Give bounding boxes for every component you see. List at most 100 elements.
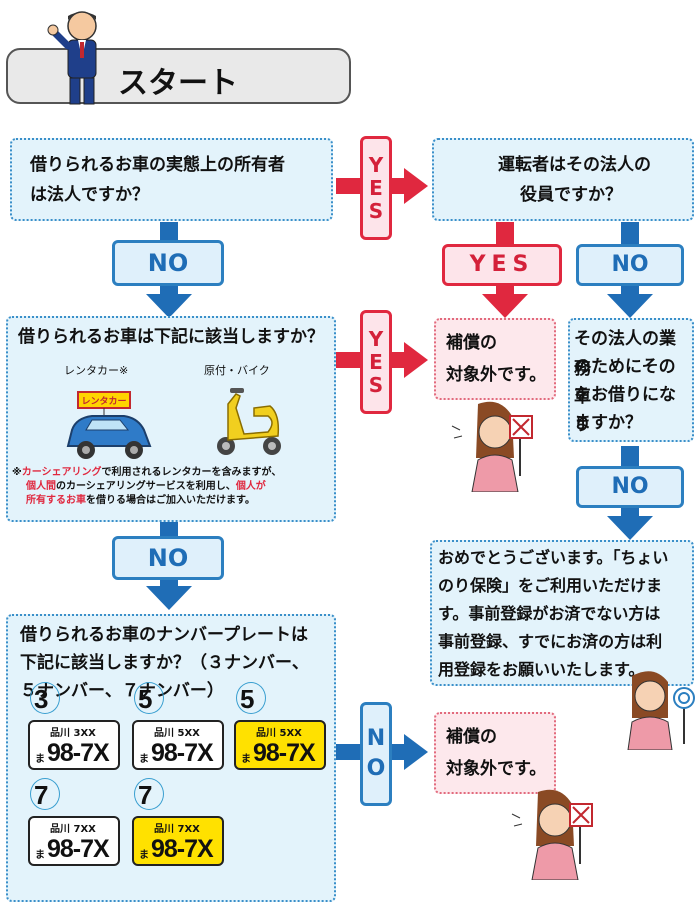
excluded2-line2: 対象外です。 — [446, 759, 547, 779]
no-label-q4: NO — [576, 466, 684, 508]
highlight-circle — [30, 682, 60, 714]
q1-line1: 借りられるお車の実態上の所有者 — [30, 155, 285, 175]
excluded1-line2: 対象外です。 — [446, 365, 547, 385]
arrow-q5-no-head — [404, 734, 428, 770]
q4-line3: をお借りになり — [574, 385, 676, 435]
excluded2-line1: 補償の — [446, 727, 497, 747]
highlight-circle — [30, 778, 60, 810]
plate-hiragana: ま — [139, 754, 149, 765]
yes-letter-y: Y — [368, 326, 384, 351]
note-p2p: 個人間 — [26, 481, 56, 492]
no-label-q3: NO — [112, 536, 224, 580]
plate-number: 98-7X — [151, 835, 214, 863]
q1-line2: は法人ですか？ — [30, 185, 149, 205]
question-corporate-owner: 借りられるお車の実態上の所有者 は法人ですか？ — [10, 138, 333, 221]
yes-label-q3: Y E S — [360, 310, 392, 414]
businessman-icon — [47, 11, 97, 105]
q3-title: 借りられるお車は下記に該当しますか？ — [18, 327, 324, 347]
highlight-circle — [134, 778, 164, 810]
ok-line2: のり保険」をご利用いただけま — [438, 576, 663, 595]
note-line1-rest: で利用されるレンタカーを含みますが、 — [101, 467, 282, 478]
plate-hiragana: ま — [35, 754, 45, 765]
question-plate-number: 借りられるお車のナンバープレートは 下記に該当しますか？（３ナンバー、 ５ナンバ… — [6, 614, 336, 902]
ok-line4: 事前登録、すでにお済の方は利 — [438, 632, 663, 651]
yes-arrows — [336, 168, 528, 378]
q5-line1: 借りられるお車のナンバープレートは — [20, 625, 308, 645]
plate-number: 98-7X — [151, 739, 214, 767]
plate-hiragana: ま — [241, 754, 251, 765]
yes-label-q2: YES — [442, 244, 562, 286]
q3-note: ※カーシェアリングで利用されるレンタカーを含みますが、 個人間のカーシェアリング… — [12, 466, 281, 508]
no-letter-o: O — [366, 756, 386, 781]
question-officer: 運転者はその法人の 役員ですか？ — [432, 138, 694, 221]
ok-line1: おめでとうございます。「ちょい — [438, 548, 669, 567]
plate-prefecture: 品川 5XX — [154, 728, 200, 739]
arrow-q1-no-stem — [160, 222, 178, 240]
no-arrows — [146, 222, 653, 770]
start-banner: スタート — [6, 48, 351, 104]
result-covered: おめでとうございます。「ちょい のり保険」をご利用いただけま す。事前登録がお済… — [430, 540, 694, 686]
result-not-covered-1: 補償の 対象外です。 — [434, 318, 556, 400]
q2-line2: 役員ですか？ — [520, 185, 622, 205]
plate-hiragana: ま — [139, 850, 149, 861]
arrow-q3-yes-head — [404, 342, 428, 378]
note-owned-car: 所有するお車 — [26, 495, 86, 506]
note-line2-mid: のカーシェアリングサービスを利用し、 — [56, 481, 236, 492]
arrow-q1-yes-head — [404, 168, 428, 204]
q4-line1: その法人の業務 — [574, 329, 676, 379]
no-label-q2: NO — [576, 244, 684, 286]
plate-prefecture: 品川 7XX — [154, 824, 200, 835]
woman-ok-sign-icon — [627, 671, 695, 750]
arrow-q3-no-head — [146, 586, 192, 610]
note-carsharing: カーシェアリング — [21, 467, 102, 478]
yes-letter-e: E — [369, 349, 383, 374]
rental-car-icon: レンタカー — [66, 391, 152, 459]
plate-number: 98-7X — [47, 739, 110, 767]
arrow-q4-no-head — [607, 516, 653, 540]
yes-letter-s: S — [368, 198, 384, 223]
yes-label-q1: Y E S — [360, 136, 392, 240]
plate-prefecture: 品川 7XX — [50, 824, 96, 835]
ok-line5: 用登録をお願いいたします。 — [438, 660, 645, 679]
plate-number: 98-7X — [253, 739, 316, 767]
woman-no-sign-icon — [511, 789, 593, 880]
no-label-q5: N O — [360, 702, 392, 806]
no-label-q1: NO — [112, 240, 224, 286]
plate-prefecture: 品川 5XX — [256, 728, 302, 739]
yes-letter-y: Y — [368, 152, 384, 177]
yes-letter-s: S — [368, 372, 384, 397]
arrow-q2-no-head — [607, 294, 653, 318]
question-business-use: その法人の業務 のためにその車 をお借りになり ますか？ — [568, 318, 694, 442]
plate-number: 98-7X — [47, 835, 110, 863]
q3-item-rental: レンタカー※ — [64, 364, 129, 377]
highlight-circle — [236, 682, 266, 714]
q3-item-bike: 原付・バイク — [204, 364, 270, 377]
plate-prefecture: 品川 3XX — [50, 728, 96, 739]
ok-line3: す。事前登録がお済でない方は — [438, 604, 661, 623]
woman-no-sign-icon — [451, 401, 533, 492]
excluded1-line1: 補償の — [446, 333, 497, 353]
plate-hiragana: ま — [35, 850, 45, 861]
start-label: スタート — [118, 66, 238, 101]
arrow-q1-no-head — [146, 294, 192, 318]
q5-line2: 下記に該当しますか？（３ナンバー、 — [20, 653, 309, 673]
no-letter-n: N — [366, 726, 386, 751]
q4-line4: ますか？ — [574, 413, 642, 433]
question-rental-bike: 借りられるお車は下記に該当しますか？ レンタカー※ 原付・バイク レンタカー ※… — [6, 316, 336, 522]
q5-line3: ５ナンバー、７ナンバー） — [20, 681, 224, 701]
rental-sign-text: レンタカー — [81, 395, 126, 407]
result-not-covered-2: 補償の 対象外です。 — [434, 712, 556, 794]
yes-letter-e: E — [369, 175, 383, 200]
scooter-icon — [217, 388, 281, 455]
note-mark: ※ — [12, 467, 22, 478]
q4-line2: のためにその車 — [574, 357, 676, 407]
note-individual: 個人が — [235, 481, 266, 492]
note-line3-rest: を借りる場合はご加入いただけます。 — [86, 495, 255, 506]
highlight-circle — [134, 682, 164, 714]
